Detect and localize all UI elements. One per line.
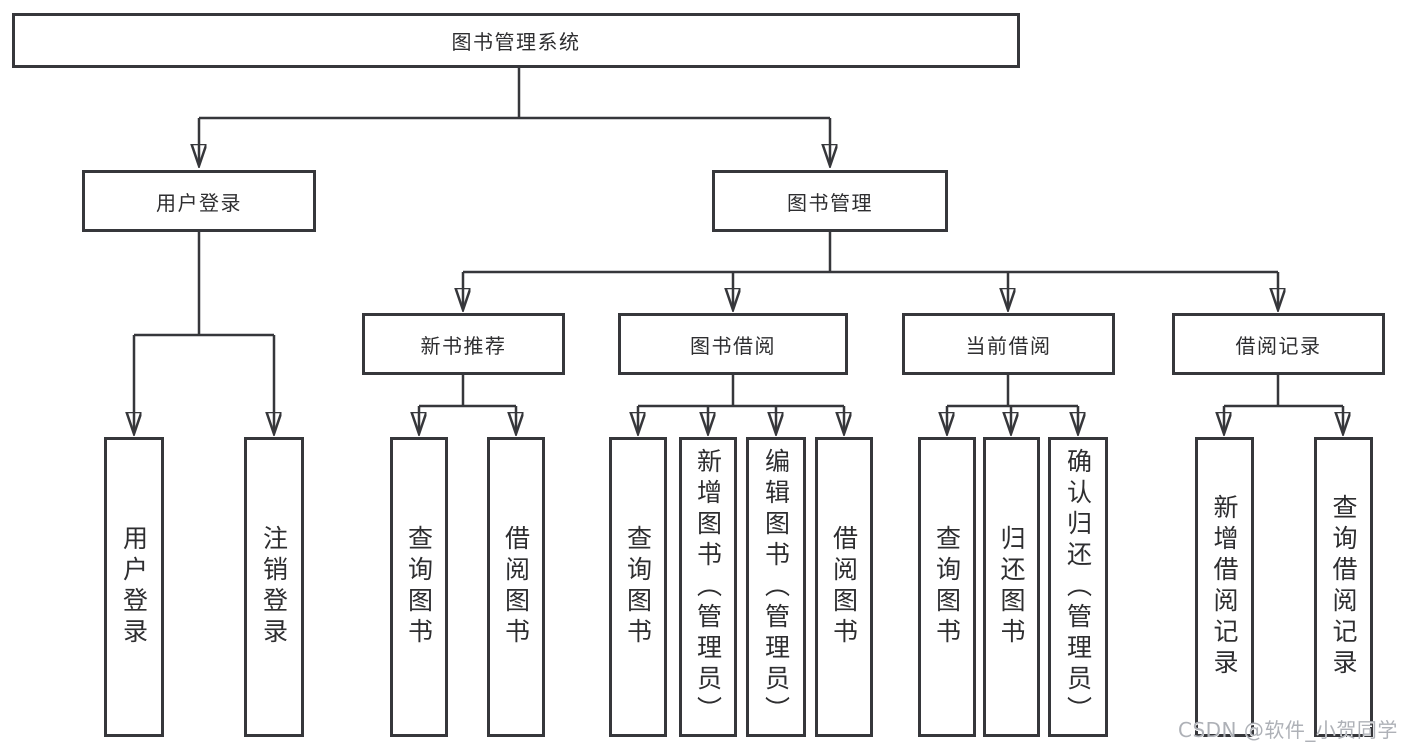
leaf-edit-books-admin: 编辑图书（管理员） <box>746 437 806 737</box>
leaf-query-books-borrowing: 查询图书 <box>609 437 667 737</box>
leaf-borrow-books: 借阅图书 <box>815 437 873 737</box>
node-borrow-records: 借阅记录 <box>1172 313 1385 375</box>
leaf-confirm-return-admin: 确认归还（管理员） <box>1048 437 1108 737</box>
node-new-book-recommend: 新书推荐 <box>362 313 565 375</box>
node-root-library-system: 图书管理系统 <box>12 13 1020 68</box>
node-book-borrowing: 图书借阅 <box>618 313 848 375</box>
leaf-add-borrow-record: 新增借阅记录 <box>1195 437 1254 737</box>
leaf-user-login: 用户登录 <box>104 437 164 737</box>
leaf-query-books-recommend: 查询图书 <box>390 437 448 737</box>
leaf-query-borrow-record: 查询借阅记录 <box>1314 437 1373 737</box>
node-book-management: 图书管理 <box>712 170 948 232</box>
leaf-return-books: 归还图书 <box>983 437 1040 737</box>
node-user-login: 用户登录 <box>82 170 316 232</box>
leaf-borrow-books-recommend: 借阅图书 <box>487 437 545 737</box>
leaf-add-books-admin: 新增图书（管理员） <box>679 437 737 737</box>
leaf-query-books-current: 查询图书 <box>918 437 976 737</box>
leaf-logout: 注销登录 <box>244 437 304 737</box>
csdn-watermark: CSDN @软件_小贺同学 <box>1178 718 1398 742</box>
node-current-borrowing: 当前借阅 <box>902 313 1115 375</box>
